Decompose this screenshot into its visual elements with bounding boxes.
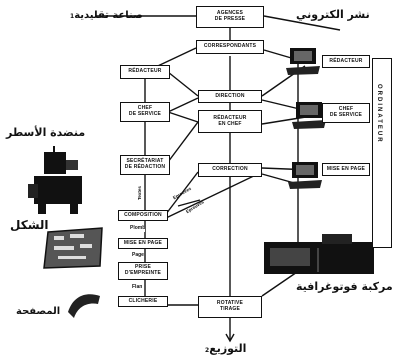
box-chef-de-service-right: CHEF DE SERVICE (322, 103, 370, 123)
box-mise-en-page-left: MISE EN PAGE (118, 238, 168, 249)
box-clicherie: CLICHERIE (118, 296, 168, 307)
box-correspondants: CORRESPONDANTS (196, 40, 264, 54)
photographic-machine-illustration (264, 234, 374, 274)
label-traditional-industry: صناعة تقليدية1 (70, 10, 143, 21)
label-form: الشكل (10, 218, 49, 232)
box-chef-de-service-left: CHEF DE SERVICE (120, 102, 170, 122)
label-photographic-center: مركبة فوتوغرافية (296, 280, 393, 293)
box-direction: DIRECTION (198, 90, 262, 103)
label-flan: Flan (132, 284, 143, 291)
terminal-mise-en-page-icon (288, 162, 322, 189)
label-distribution: التوزيع2 (205, 342, 247, 355)
terminal-chef-icon (292, 102, 326, 129)
terminal-redacteur-icon (286, 48, 320, 75)
label-press-plate: المصفحة (16, 306, 61, 317)
box-redacteur-left: RÉDACTEUR (120, 65, 170, 79)
box-agences-de-presse: AGENCES DE PRESSE (196, 6, 264, 28)
label-textes: Textes (137, 186, 142, 200)
box-prise-d-empreinte: PRISE D'EMPREINTE (118, 262, 168, 280)
form-tray-illustration (43, 227, 103, 269)
label-page: Page (132, 252, 144, 259)
label-electronic-publishing: نشر الكتروني (296, 8, 370, 21)
ordinateur-label: ORDINATEUR (376, 84, 382, 144)
box-mise-en-page-right: MISE EN PAGE (322, 163, 370, 176)
box-correction: CORRECTION (198, 163, 262, 177)
box-rotative-tirage: ROTATIVE TIRAGE (198, 296, 262, 318)
ordinateur-panel (372, 58, 392, 248)
box-composition: COMPOSITION (118, 210, 168, 221)
line-composer-machine-illustration (28, 146, 82, 214)
box-redacteur-right: RÉDACTEUR (322, 55, 370, 68)
label-line-composer: منضدة الأسطر (6, 126, 86, 139)
box-secretariat-de-redaction: SECRÉTARIAT DE RÉDACTION (120, 155, 170, 175)
label-plomb: Plomb (130, 225, 146, 232)
box-redacteur-en-chef: RÉDACTEUR EN CHEF (198, 110, 262, 133)
press-plate-illustration (68, 294, 100, 318)
